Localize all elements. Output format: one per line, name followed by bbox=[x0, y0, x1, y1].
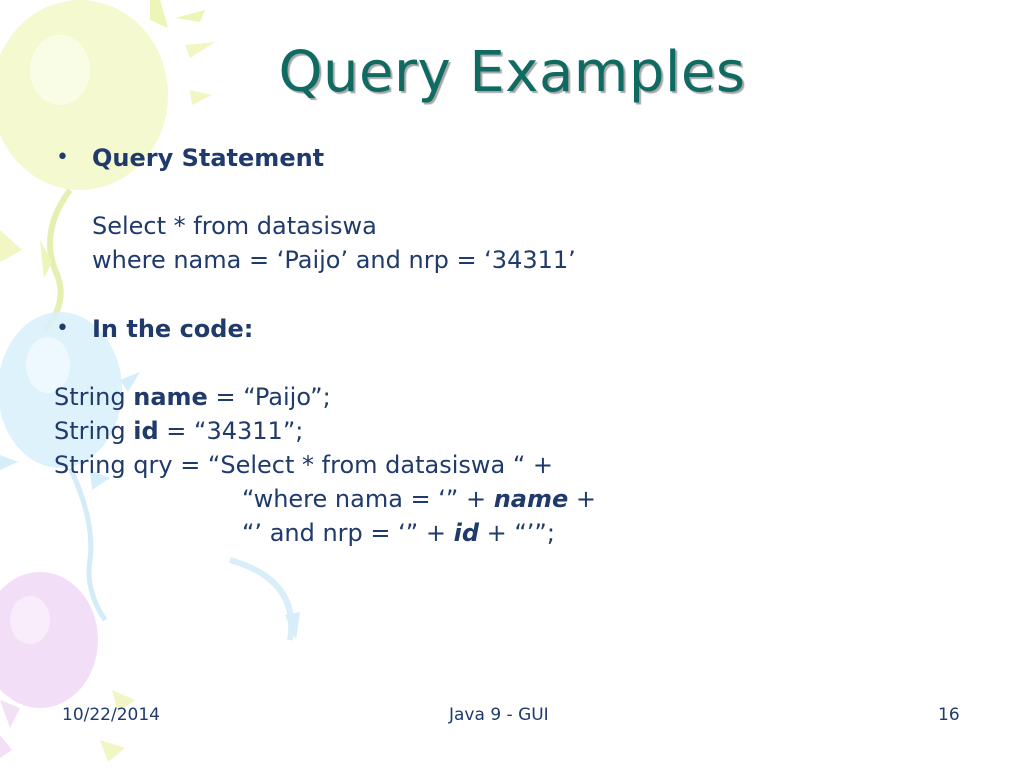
code-line-1: String name = “Paijo”; bbox=[54, 382, 331, 412]
code-text: + “’”; bbox=[479, 519, 555, 547]
code-line-2: String id = “34311”; bbox=[54, 416, 303, 446]
code-text: String bbox=[54, 383, 134, 411]
slide-title: Query Examples bbox=[278, 40, 746, 105]
code-variable-name: name bbox=[133, 383, 208, 411]
code-text: + bbox=[568, 485, 597, 513]
code-text: = “34311”; bbox=[158, 417, 304, 445]
bullet-marker: • bbox=[56, 145, 69, 170]
code-text: “where nama = ‘” + bbox=[242, 485, 494, 513]
balloon-string bbox=[67, 466, 108, 622]
balloon-highlight bbox=[10, 596, 50, 644]
code-variable-id: id bbox=[133, 417, 159, 445]
balloon-highlight bbox=[30, 35, 90, 105]
ray-shape bbox=[190, 90, 212, 105]
bullet-marker: • bbox=[56, 316, 69, 341]
bullet-heading-in-the-code: In the code: bbox=[92, 315, 254, 343]
code-variable-id: id bbox=[453, 519, 479, 547]
code-text: String bbox=[54, 417, 134, 445]
code-text: “’ and nrp = ‘” + bbox=[242, 519, 454, 547]
ray-shape bbox=[0, 230, 22, 262]
ray-shape bbox=[100, 740, 125, 762]
footer-page-number: 16 bbox=[938, 705, 960, 725]
code-variable-name: name bbox=[493, 485, 569, 513]
ray-shape bbox=[150, 0, 168, 28]
ray-shape bbox=[112, 690, 135, 712]
balloon-highlight bbox=[26, 337, 70, 393]
ray-shape bbox=[40, 240, 52, 278]
bullet-heading-query-statement: Query Statement bbox=[92, 144, 325, 172]
balloon-string bbox=[42, 188, 73, 332]
query-line-2: where nama = ‘Paijo’ and nrp = ‘34311’ bbox=[92, 246, 576, 274]
ray-shape bbox=[175, 10, 205, 22]
ray-shape bbox=[0, 455, 18, 470]
ray-shape bbox=[185, 42, 215, 58]
code-line-5: “’ and nrp = ‘” + id + “’”; bbox=[242, 518, 555, 548]
footer-title: Java 9 - GUI bbox=[449, 705, 549, 725]
ray-shape bbox=[285, 612, 300, 640]
code-line-3: String qry = “Select * from datasiswa “ … bbox=[54, 451, 554, 479]
ray-shape bbox=[0, 700, 20, 728]
ray-shape bbox=[0, 735, 12, 758]
ray-shape bbox=[90, 470, 110, 490]
ray-shape bbox=[120, 372, 140, 392]
query-line-1: Select * from datasiswa bbox=[92, 212, 377, 240]
footer-date: 10/22/2014 bbox=[62, 705, 160, 725]
code-line-4: “where nama = ‘” + name + bbox=[242, 484, 596, 514]
code-text: = “Paijo”; bbox=[207, 383, 331, 411]
